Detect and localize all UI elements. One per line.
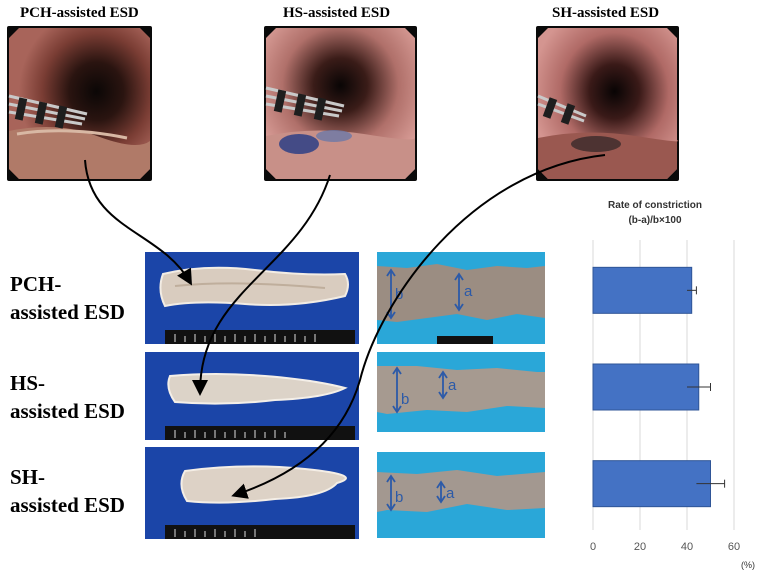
bar bbox=[592, 266, 693, 314]
endoscopy-image-sh bbox=[536, 26, 679, 181]
row-label-pch-line2: assisted ESD bbox=[10, 300, 125, 324]
measured-specimen-sh: b a bbox=[377, 452, 545, 538]
measured-specimen-pch: b a bbox=[377, 252, 545, 344]
row-label-sh: SH- assisted ESD bbox=[10, 463, 125, 519]
row-label-hs-line2: assisted ESD bbox=[10, 399, 125, 423]
x-tick-label: 0 bbox=[590, 541, 596, 553]
bar bbox=[592, 363, 700, 411]
specimen-photo-pch bbox=[145, 252, 359, 344]
endoscopy-title-sh: SH-assisted ESD bbox=[552, 5, 660, 21]
endoscopy-image-pch bbox=[7, 26, 152, 181]
x-tick-label: 20 bbox=[634, 541, 646, 553]
row-label-sh-line2: assisted ESD bbox=[10, 493, 125, 517]
marker-a-pch: a bbox=[464, 283, 473, 300]
marker-b-hs: b bbox=[401, 391, 409, 408]
row-label-hs-line1: HS- bbox=[10, 371, 46, 395]
chart-subtitle: (b-a)/b×100 bbox=[628, 215, 682, 226]
specimen-photo-hs bbox=[145, 352, 359, 440]
row-label-hs: HS- assisted ESD bbox=[10, 369, 125, 425]
marker-b-pch: b bbox=[395, 286, 403, 303]
x-tick-label: 40 bbox=[681, 541, 693, 553]
marker-a-sh: a bbox=[446, 485, 455, 502]
x-tick-label: 60 bbox=[728, 541, 740, 553]
row-label-sh-line1: SH- bbox=[10, 465, 46, 489]
row-label-pch: PCH- assisted ESD bbox=[10, 270, 125, 326]
specimen-photo-sh bbox=[145, 447, 359, 539]
marker-a-hs: a bbox=[448, 377, 457, 394]
measured-specimen-hs: b a bbox=[377, 352, 545, 432]
chart-title: Rate of constriction bbox=[608, 200, 702, 211]
endoscopy-image-hs bbox=[264, 26, 417, 181]
constriction-rate-chart: 0 20 40 60 bbox=[590, 240, 740, 553]
x-axis-unit: (%) bbox=[741, 560, 755, 570]
endoscopy-title-pch: PCH-assisted ESD bbox=[20, 5, 139, 21]
row-label-pch-line1: PCH- bbox=[10, 272, 62, 296]
bar bbox=[592, 460, 711, 508]
endoscopy-title-hs: HS-assisted ESD bbox=[283, 5, 391, 21]
marker-b-sh: b bbox=[395, 489, 403, 506]
